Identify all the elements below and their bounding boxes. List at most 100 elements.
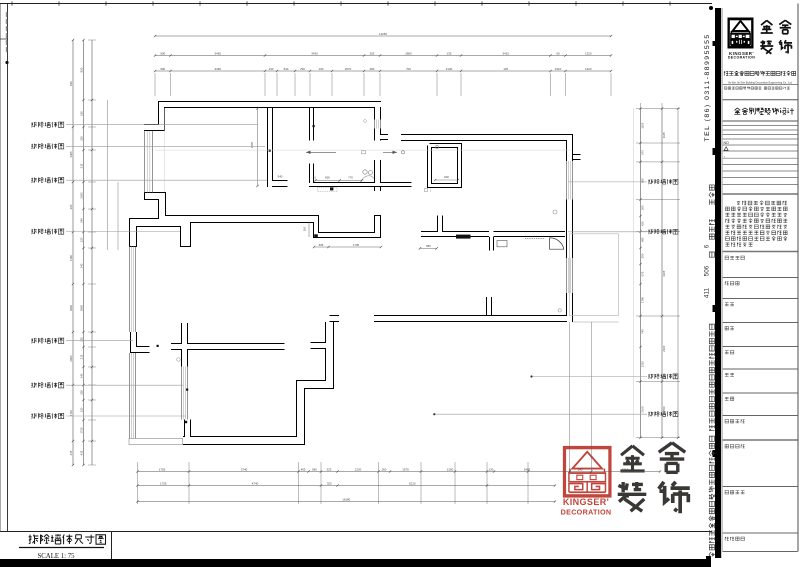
svg-text:500: 500 [160,67,165,71]
svg-text:2130: 2130 [446,67,453,71]
svg-text:1790: 1790 [662,406,666,413]
svg-text:2800: 2800 [405,52,412,56]
svg-text:500: 500 [303,226,307,231]
svg-text:2960: 2960 [69,355,73,362]
svg-text:215: 215 [79,354,83,359]
svg-text:3465: 3465 [215,67,222,71]
svg-text:1165: 1165 [662,132,666,138]
svg-text:540: 540 [278,175,283,179]
svg-text:12250: 12250 [379,32,387,36]
svg-text:800: 800 [325,176,330,180]
svg-text:885: 885 [641,178,645,183]
svg-text:240: 240 [79,218,83,223]
svg-text:790: 790 [300,67,305,71]
svg-text:KINGSER': KINGSER' [563,497,609,507]
svg-text:1755: 1755 [160,482,167,486]
svg-text:320: 320 [79,136,83,141]
svg-text:3165: 3165 [662,270,666,277]
svg-text:1790: 1790 [641,296,645,303]
svg-text:5210: 5210 [409,482,416,486]
svg-text:135: 135 [503,67,508,71]
svg-text:r: r [724,154,725,158]
svg-text:KINGSER': KINGSER' [729,51,754,56]
svg-text:255: 255 [370,52,375,56]
svg-text:3410: 3410 [503,52,510,56]
svg-text:320: 320 [79,337,83,342]
svg-text:2160: 2160 [662,345,666,352]
svg-text:He Bei Jin She Building Decora: He Bei Jin She Building Decoration Engin… [728,81,792,85]
svg-text:2960: 2960 [79,304,83,311]
svg-text:3430: 3430 [311,52,318,56]
svg-text:420: 420 [641,221,645,226]
svg-text:DECORATION: DECORATION [561,508,612,517]
svg-text:3960: 3960 [69,304,73,311]
svg-text:2160: 2160 [641,406,645,413]
svg-text:260: 260 [382,468,387,472]
svg-text:2160: 2160 [447,468,454,472]
svg-text:10: 10 [313,177,316,180]
svg-text:700: 700 [406,67,411,71]
svg-text:130: 130 [489,468,494,472]
svg-text:1575: 1575 [402,468,409,472]
svg-text:495: 495 [641,237,645,242]
svg-text:2705: 2705 [250,141,254,148]
svg-text:300: 300 [641,253,645,258]
svg-text:820: 820 [79,67,83,72]
svg-text:DECORATION: DECORATION [728,56,755,60]
svg-text:215: 215 [79,163,83,168]
svg-text:140: 140 [79,263,83,268]
svg-text:1710: 1710 [69,409,73,416]
svg-text:465: 465 [301,468,306,472]
svg-text:16180: 16180 [342,498,350,502]
svg-text:320: 320 [69,204,73,209]
svg-text:540: 540 [284,67,289,71]
svg-text:280: 280 [370,67,375,71]
svg-text:50: 50 [556,52,560,56]
svg-text:3740: 3740 [241,468,248,472]
svg-text:140: 140 [79,373,83,378]
svg-text:1320: 1320 [585,52,592,56]
svg-text:2485: 2485 [524,468,531,472]
svg-text:2: 2 [430,189,432,193]
svg-text:TEL (86) 0311-88995555: TEL (86) 0311-88995555 [704,33,711,141]
svg-text:411: 411 [704,287,711,298]
svg-text:120: 120 [79,407,83,412]
svg-text:SCALE 1: 75: SCALE 1: 75 [37,553,75,560]
svg-text:135: 135 [447,52,452,56]
svg-text:1310: 1310 [622,468,629,472]
svg-text:4740: 4740 [252,482,259,486]
svg-text:320: 320 [79,390,83,395]
svg-text:130: 130 [269,67,274,71]
svg-text:770: 770 [348,176,353,180]
svg-text:NO: NO [724,141,730,145]
svg-text:2665: 2665 [79,192,83,199]
svg-text:365: 365 [641,205,645,210]
svg-text:745: 745 [641,329,645,334]
svg-text:820: 820 [69,81,73,86]
svg-text:415: 415 [69,450,73,455]
svg-text:1795: 1795 [353,243,360,247]
svg-text:325: 325 [327,482,332,486]
svg-text:555: 555 [426,244,431,248]
svg-text:675: 675 [641,150,645,155]
svg-text:120: 120 [79,237,83,242]
svg-text:325: 325 [327,468,332,472]
svg-text:1710: 1710 [79,427,83,434]
svg-text:900: 900 [444,175,449,179]
svg-text:130: 130 [319,67,324,71]
svg-text:620: 620 [79,111,83,116]
svg-text:3465: 3465 [215,52,222,56]
svg-text:500: 500 [160,52,165,56]
svg-text:140: 140 [578,468,583,472]
svg-text:675: 675 [641,271,645,276]
svg-text:505: 505 [319,243,324,247]
svg-text:3465: 3465 [69,151,73,158]
svg-text:1755: 1755 [159,468,166,472]
svg-text:506: 506 [704,265,711,276]
svg-text:1310: 1310 [641,361,645,368]
svg-text:415: 415 [79,450,83,455]
svg-text:1180: 1180 [69,255,73,261]
svg-text:1165: 1165 [641,122,645,128]
svg-text:2670: 2670 [345,67,352,71]
svg-text:1320: 1320 [585,67,592,71]
